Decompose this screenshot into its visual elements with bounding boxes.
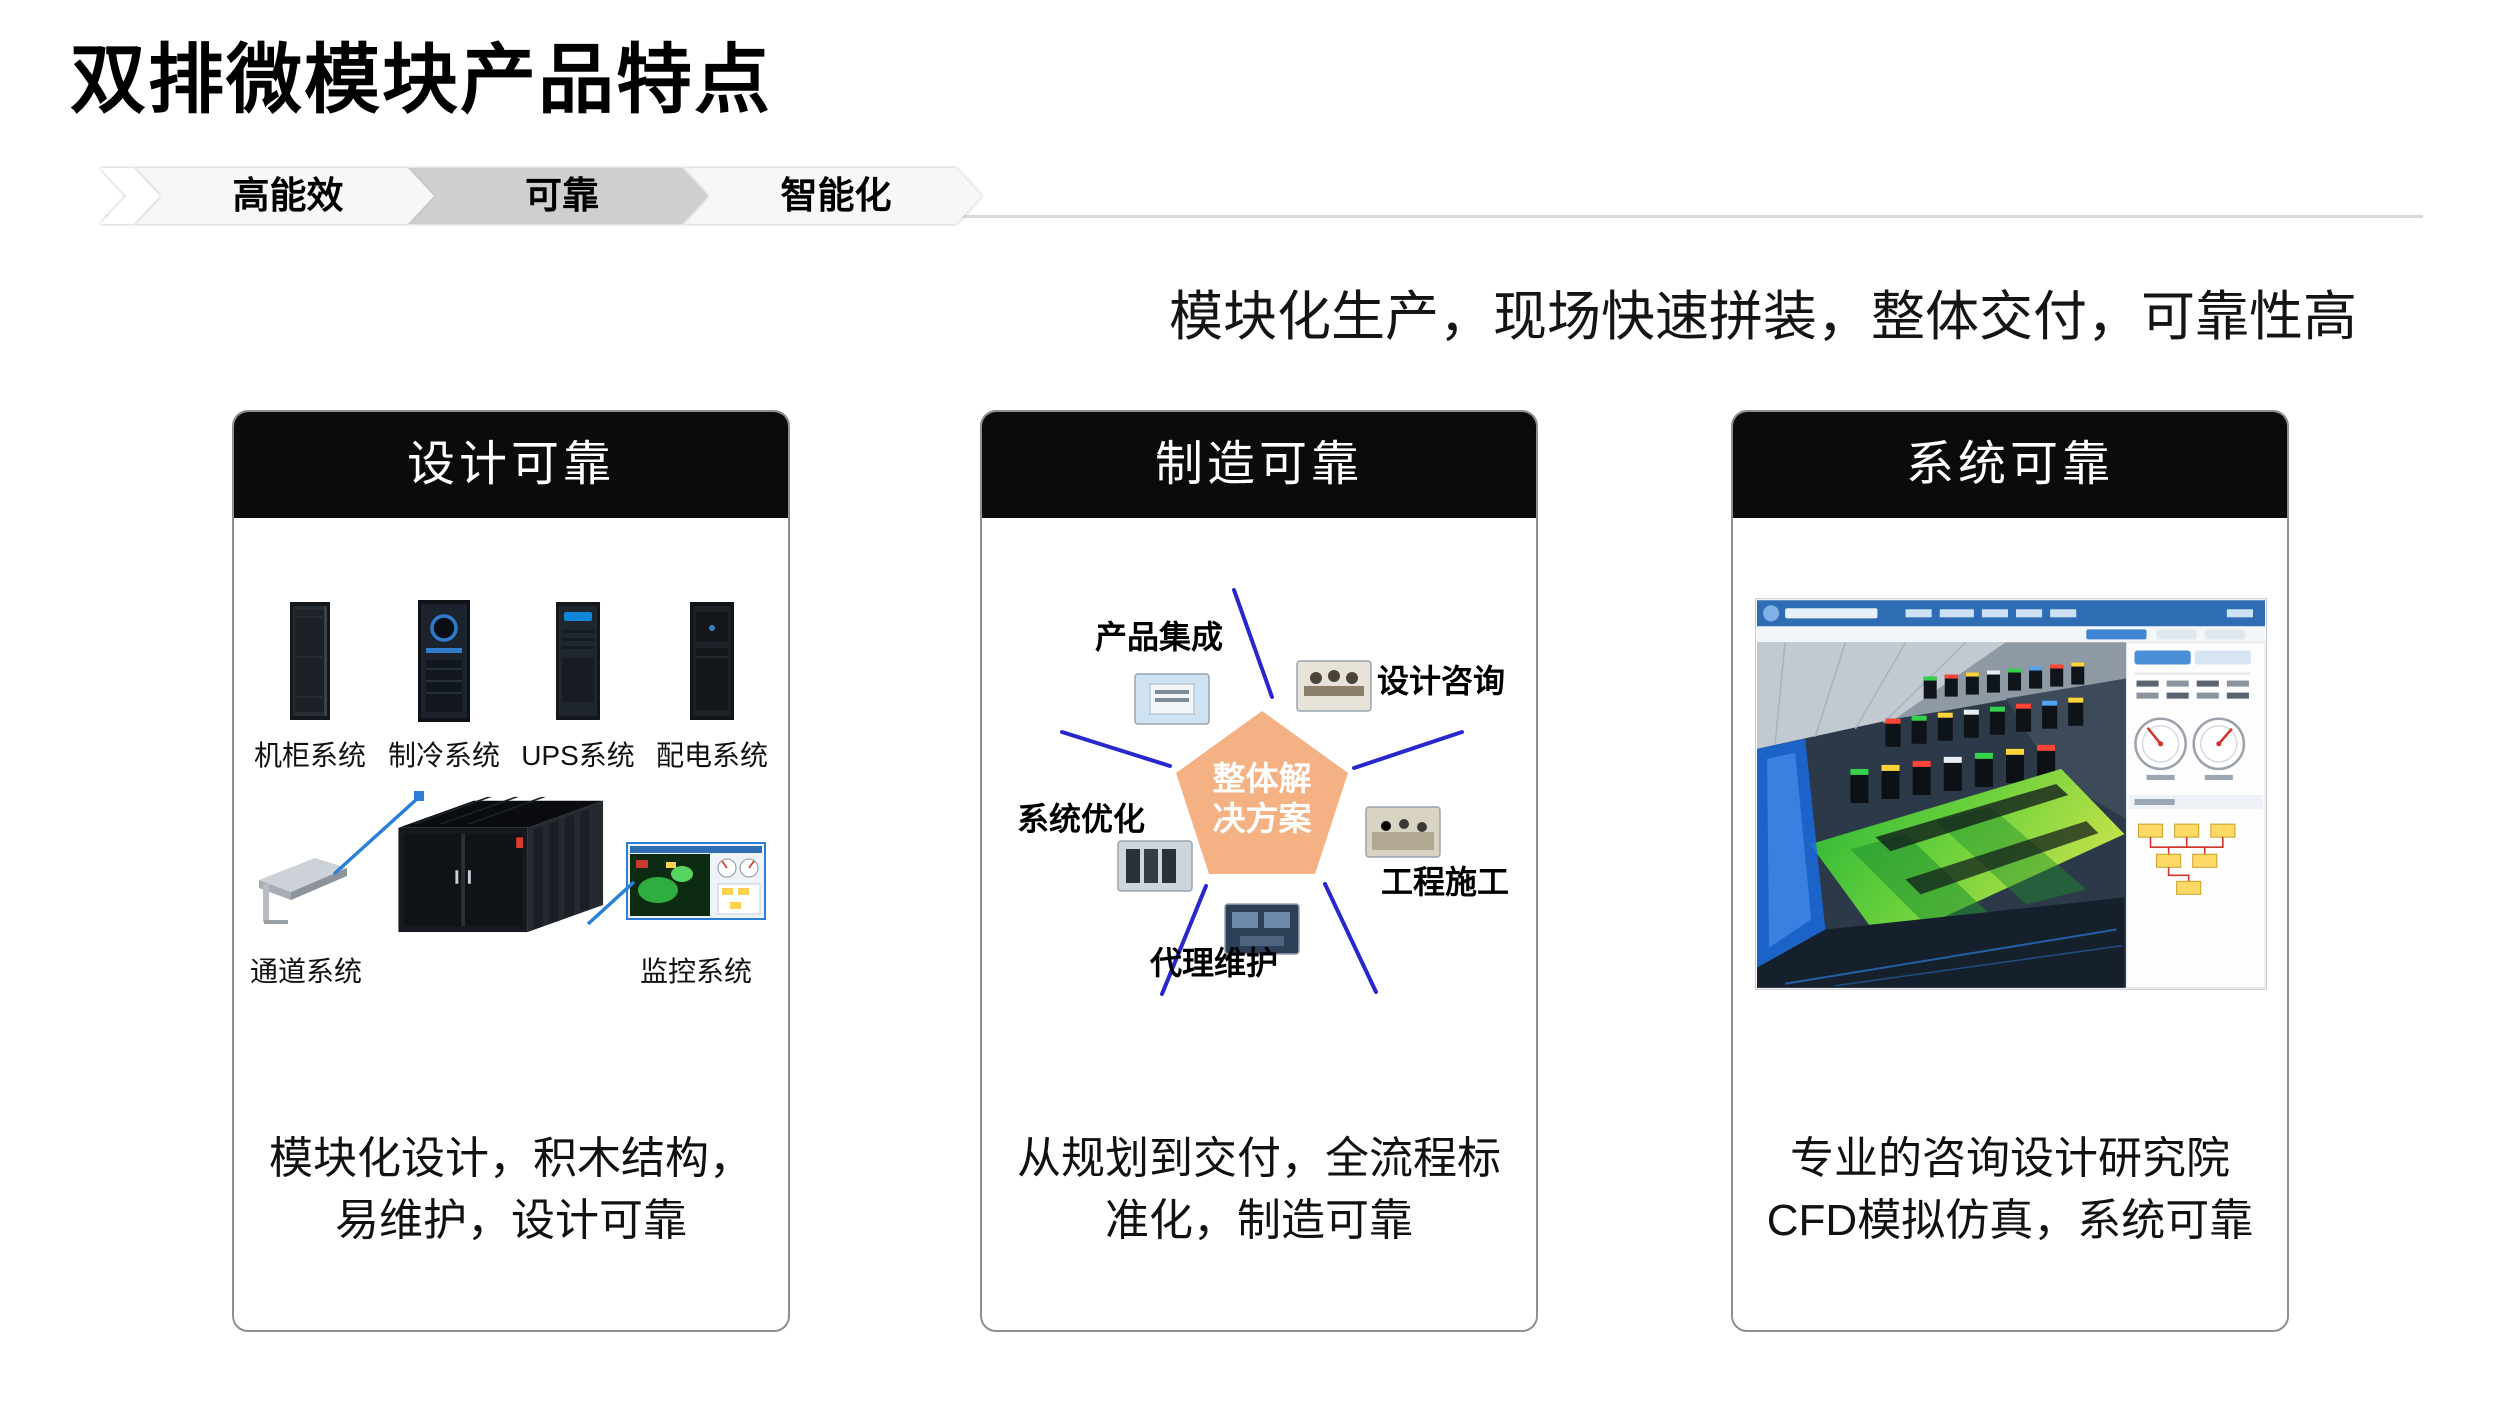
- tab-intelligent[interactable]: 智能化: [682, 168, 982, 224]
- rack-power: 配电系统: [646, 598, 778, 774]
- headline: 模块化生产，现场快速拼装，整体交付，可靠性高: [1169, 287, 2357, 347]
- cfd-monitoring-screenshot: [1755, 598, 2267, 990]
- pentagon-photos: [1117, 660, 1441, 955]
- rack-label-ups: UPS系统: [521, 740, 635, 771]
- rack-label-cooling: 制冷系统: [387, 740, 500, 771]
- card-system-caption: 专业的咨询设计研究院 CFD模拟仿真，系统可靠: [1733, 1128, 2287, 1253]
- card-manufacture-caption: 从规划到交付，全流程标 准化，制造可靠: [982, 1128, 1536, 1253]
- tab-reliable-wrap: 可靠: [408, 168, 708, 224]
- tab-bar: 高能效 可靠 智能化: [100, 168, 2423, 224]
- rack-row-far: [1923, 662, 2085, 699]
- cabinet-rack-image: [290, 602, 330, 720]
- tab-reliable[interactable]: 可靠: [408, 168, 708, 224]
- monitoring-label: 监控系统: [639, 956, 752, 987]
- rack-label-power: 配电系统: [655, 740, 768, 771]
- walkway-image: [259, 858, 347, 924]
- photo-maintenance: [1224, 903, 1300, 955]
- pentagon-label-system-optimization: 系统优化: [1017, 801, 1145, 837]
- tab-high-efficiency[interactable]: 高能效: [134, 168, 434, 224]
- pentagon-label-product-integration: 产品集成: [1095, 619, 1223, 655]
- pentagon-label-design-consulting: 设计咨询: [1377, 663, 1505, 699]
- rack-row-middle: [1885, 697, 2084, 747]
- page-title: 双排微模块产品特点: [70, 38, 772, 123]
- caption-line-1: 专业的咨询设计研究院: [1790, 1134, 2230, 1183]
- tab-intelligent-wrap: 智能化: [682, 168, 982, 224]
- card-manufacture-reliable: 制造可靠: [980, 410, 1538, 1332]
- rack-cabinet: 机柜系统: [244, 598, 376, 774]
- walkway-label: 通道系统: [249, 956, 362, 987]
- rack-cooling: 制冷系统: [378, 598, 510, 774]
- photo-design-consulting: [1296, 660, 1372, 712]
- card-system-reliable: 系统可靠: [1731, 410, 2289, 1332]
- card-design-header: 设计可靠: [234, 412, 788, 518]
- cooling-rack-image: [418, 600, 470, 722]
- caption-line-2: 准化，制造可靠: [1105, 1196, 1413, 1246]
- photo-product-integration: [1134, 673, 1210, 725]
- solution-pentagon-diagram: 整体解 决方案 产品集成 设计咨询 系统优化 工程施工 代理维护: [1017, 588, 1509, 996]
- caption-line-2: 易维护，设计可靠: [335, 1196, 687, 1246]
- tab-lead-arrow-wrap: [100, 168, 160, 224]
- monitoring-thumb-image: [626, 842, 766, 920]
- tab-high-efficiency-wrap: 高能效: [134, 168, 434, 224]
- ups-rack-image: [556, 602, 600, 720]
- card-design-caption: 模块化设计，积木结构， 易维护，设计可靠: [234, 1128, 788, 1253]
- card-design-reliable: 设计可靠 机柜系统: [232, 410, 790, 1332]
- pentagon-label-maintenance: 代理维护: [1149, 945, 1278, 981]
- pentagon-label-construction: 工程施工: [1381, 864, 1509, 900]
- caption-line-1: 模块化设计，积木结构，: [269, 1134, 753, 1183]
- solution-pentagon: [1176, 711, 1348, 874]
- tab-lead-arrow: [100, 168, 160, 224]
- pentagon-center-line-2: 决方案: [1213, 800, 1313, 837]
- tab-underline: [106, 215, 2423, 218]
- rack-ups: UPS系统: [512, 598, 644, 774]
- pentagon-spokes: [1060, 588, 1464, 996]
- rack-systems-row: 机柜系统 制冷系统: [244, 598, 778, 774]
- tab-row: 高能效 可靠 智能化: [100, 168, 982, 224]
- module-aisle-image: [398, 796, 604, 933]
- connector-lines: [332, 791, 636, 926]
- caption-line-1: 从规划到交付，全流程标: [1017, 1134, 1501, 1183]
- photo-system-optimization: [1117, 840, 1193, 892]
- card-system-header: 系统可靠: [1733, 412, 2287, 518]
- rack-row-near: [1850, 744, 2056, 804]
- power-rack-image: [690, 602, 734, 720]
- card-manufacture-header: 制造可靠: [982, 412, 1536, 518]
- photo-construction: [1365, 806, 1441, 858]
- pentagon-center-line-1: 整体解: [1213, 760, 1312, 797]
- caption-line-2: CFD模拟仿真，系统可靠: [1766, 1196, 2254, 1246]
- rack-label-cabinet: 机柜系统: [253, 740, 366, 771]
